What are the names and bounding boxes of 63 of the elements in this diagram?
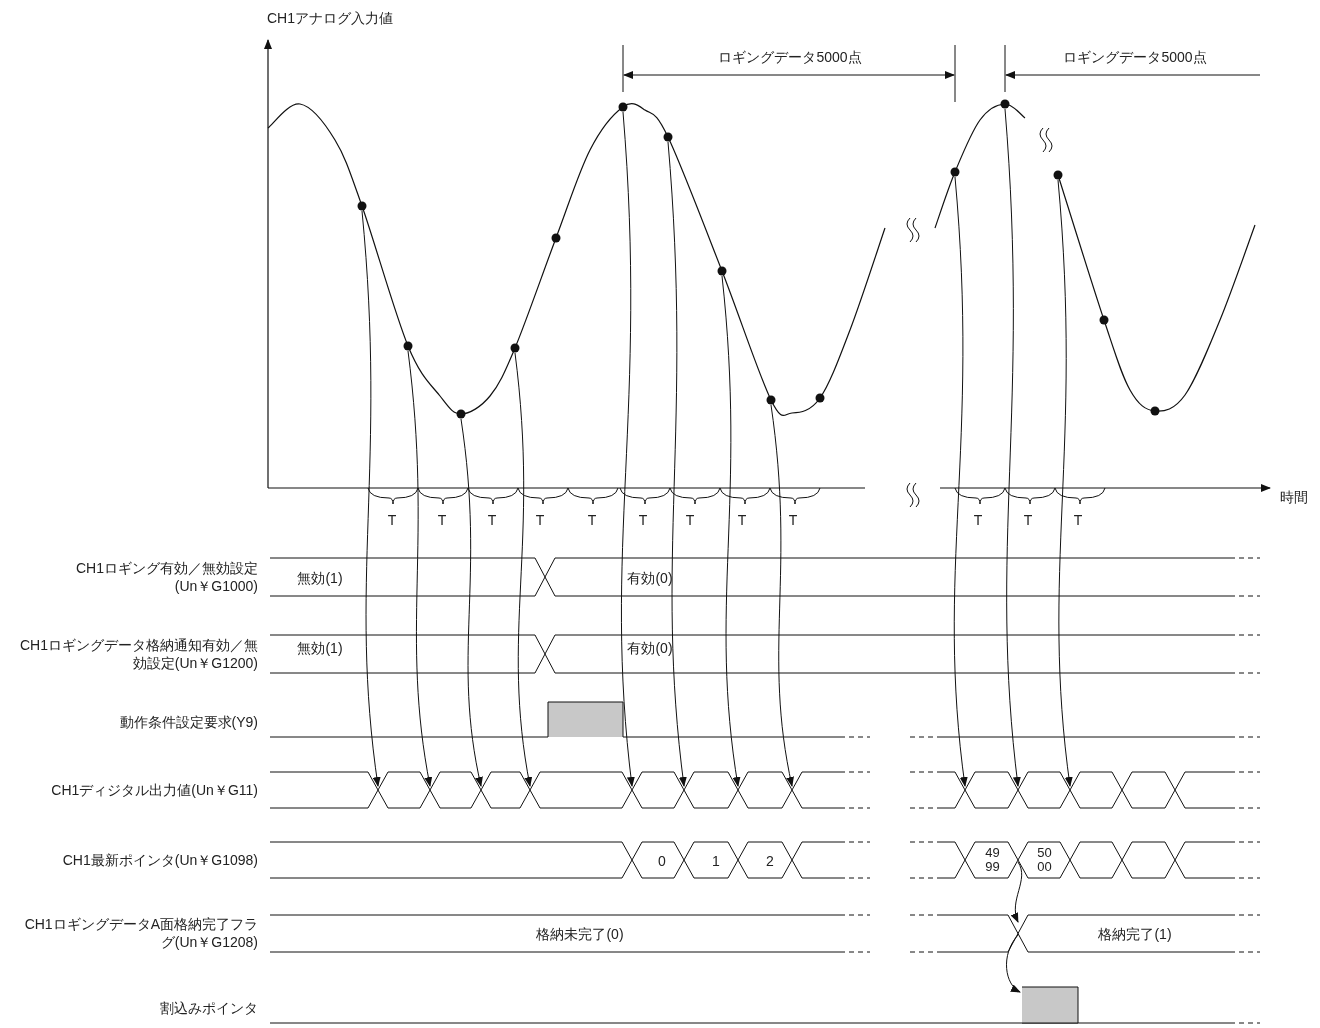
period-label: T xyxy=(487,511,497,529)
sample-dot xyxy=(766,395,776,405)
sample-dot xyxy=(815,393,825,403)
signal-value: 有効(0) xyxy=(627,639,673,657)
signal-value: 5000 xyxy=(1036,846,1053,874)
sample-dot xyxy=(551,233,561,243)
period-label: T xyxy=(1023,511,1033,529)
signal-value: 無効(1) xyxy=(297,639,343,657)
signal-value: 格納未完了(0) xyxy=(536,925,624,943)
dimension-label: ロギングデータ5000点 xyxy=(1063,48,1207,66)
sample-dot xyxy=(618,102,628,112)
signal-value: 無効(1) xyxy=(297,569,343,587)
sample-dot xyxy=(1150,406,1160,416)
arrow xyxy=(770,404,795,787)
arrow xyxy=(460,418,484,787)
signal-name: CH1ディジタル出力値(Un￥G11) xyxy=(50,781,258,799)
signal-value: 格納完了(1) xyxy=(1098,925,1172,943)
signal-value: 2 xyxy=(766,852,774,870)
period-label: T xyxy=(387,511,397,529)
period-label: T xyxy=(437,511,447,529)
signal-value: 0 xyxy=(658,852,666,870)
signal-name: 動作条件設定要求(Y9) xyxy=(118,713,258,731)
arrow xyxy=(407,350,433,787)
sample-dot xyxy=(1000,99,1010,109)
sample-dot xyxy=(456,409,466,419)
signal-name: 割込みポインタ xyxy=(159,999,258,1017)
arrow xyxy=(1006,934,1021,993)
arrow xyxy=(1004,108,1022,787)
signal-value: 1 xyxy=(712,852,720,870)
period-label: T xyxy=(737,511,747,529)
period-label: T xyxy=(638,511,648,529)
arrow xyxy=(361,210,381,787)
arrow xyxy=(1057,179,1073,787)
period-label: T xyxy=(1073,511,1083,529)
period-label: T xyxy=(973,511,983,529)
pulse-block xyxy=(1021,986,1079,1024)
sample-dot xyxy=(950,167,960,177)
signal-value: 有効(0) xyxy=(627,569,673,587)
period-label: T xyxy=(788,511,798,529)
arrow xyxy=(721,275,741,787)
signal-name: CH1最新ポインタ(Un￥G1098) xyxy=(61,851,258,869)
sample-dot xyxy=(357,201,367,211)
period-label: T xyxy=(685,511,695,529)
signal-value: 4999 xyxy=(984,846,1001,874)
period-label: T xyxy=(535,511,545,529)
axis-label: 時間 xyxy=(1280,488,1308,506)
period-label: T xyxy=(587,511,597,529)
sample-dot xyxy=(1099,315,1109,325)
arrow xyxy=(1011,861,1023,923)
arrow xyxy=(514,352,533,787)
signal-name: CH1ロギング有効／無効設定(Un￥G1000) xyxy=(75,559,258,595)
signal-name: CH1ロギングデータA面格納完了フラグ(Un￥G1208) xyxy=(23,915,258,951)
signal-name: CH1ロギングデータ格納通知有効／無効設定(Un￥G1200) xyxy=(19,636,258,672)
dimension-label: ロギングデータ5000点 xyxy=(718,48,862,66)
arrow xyxy=(953,176,968,787)
arrow xyxy=(620,111,636,787)
axis-label: CH1アナログ入力値 xyxy=(267,9,393,27)
sample-dot xyxy=(403,341,413,351)
arrow xyxy=(667,141,687,787)
sample-dot xyxy=(663,132,673,142)
sample-dot xyxy=(717,266,727,276)
sample-dot xyxy=(1053,170,1063,180)
sample-dot xyxy=(510,343,520,353)
